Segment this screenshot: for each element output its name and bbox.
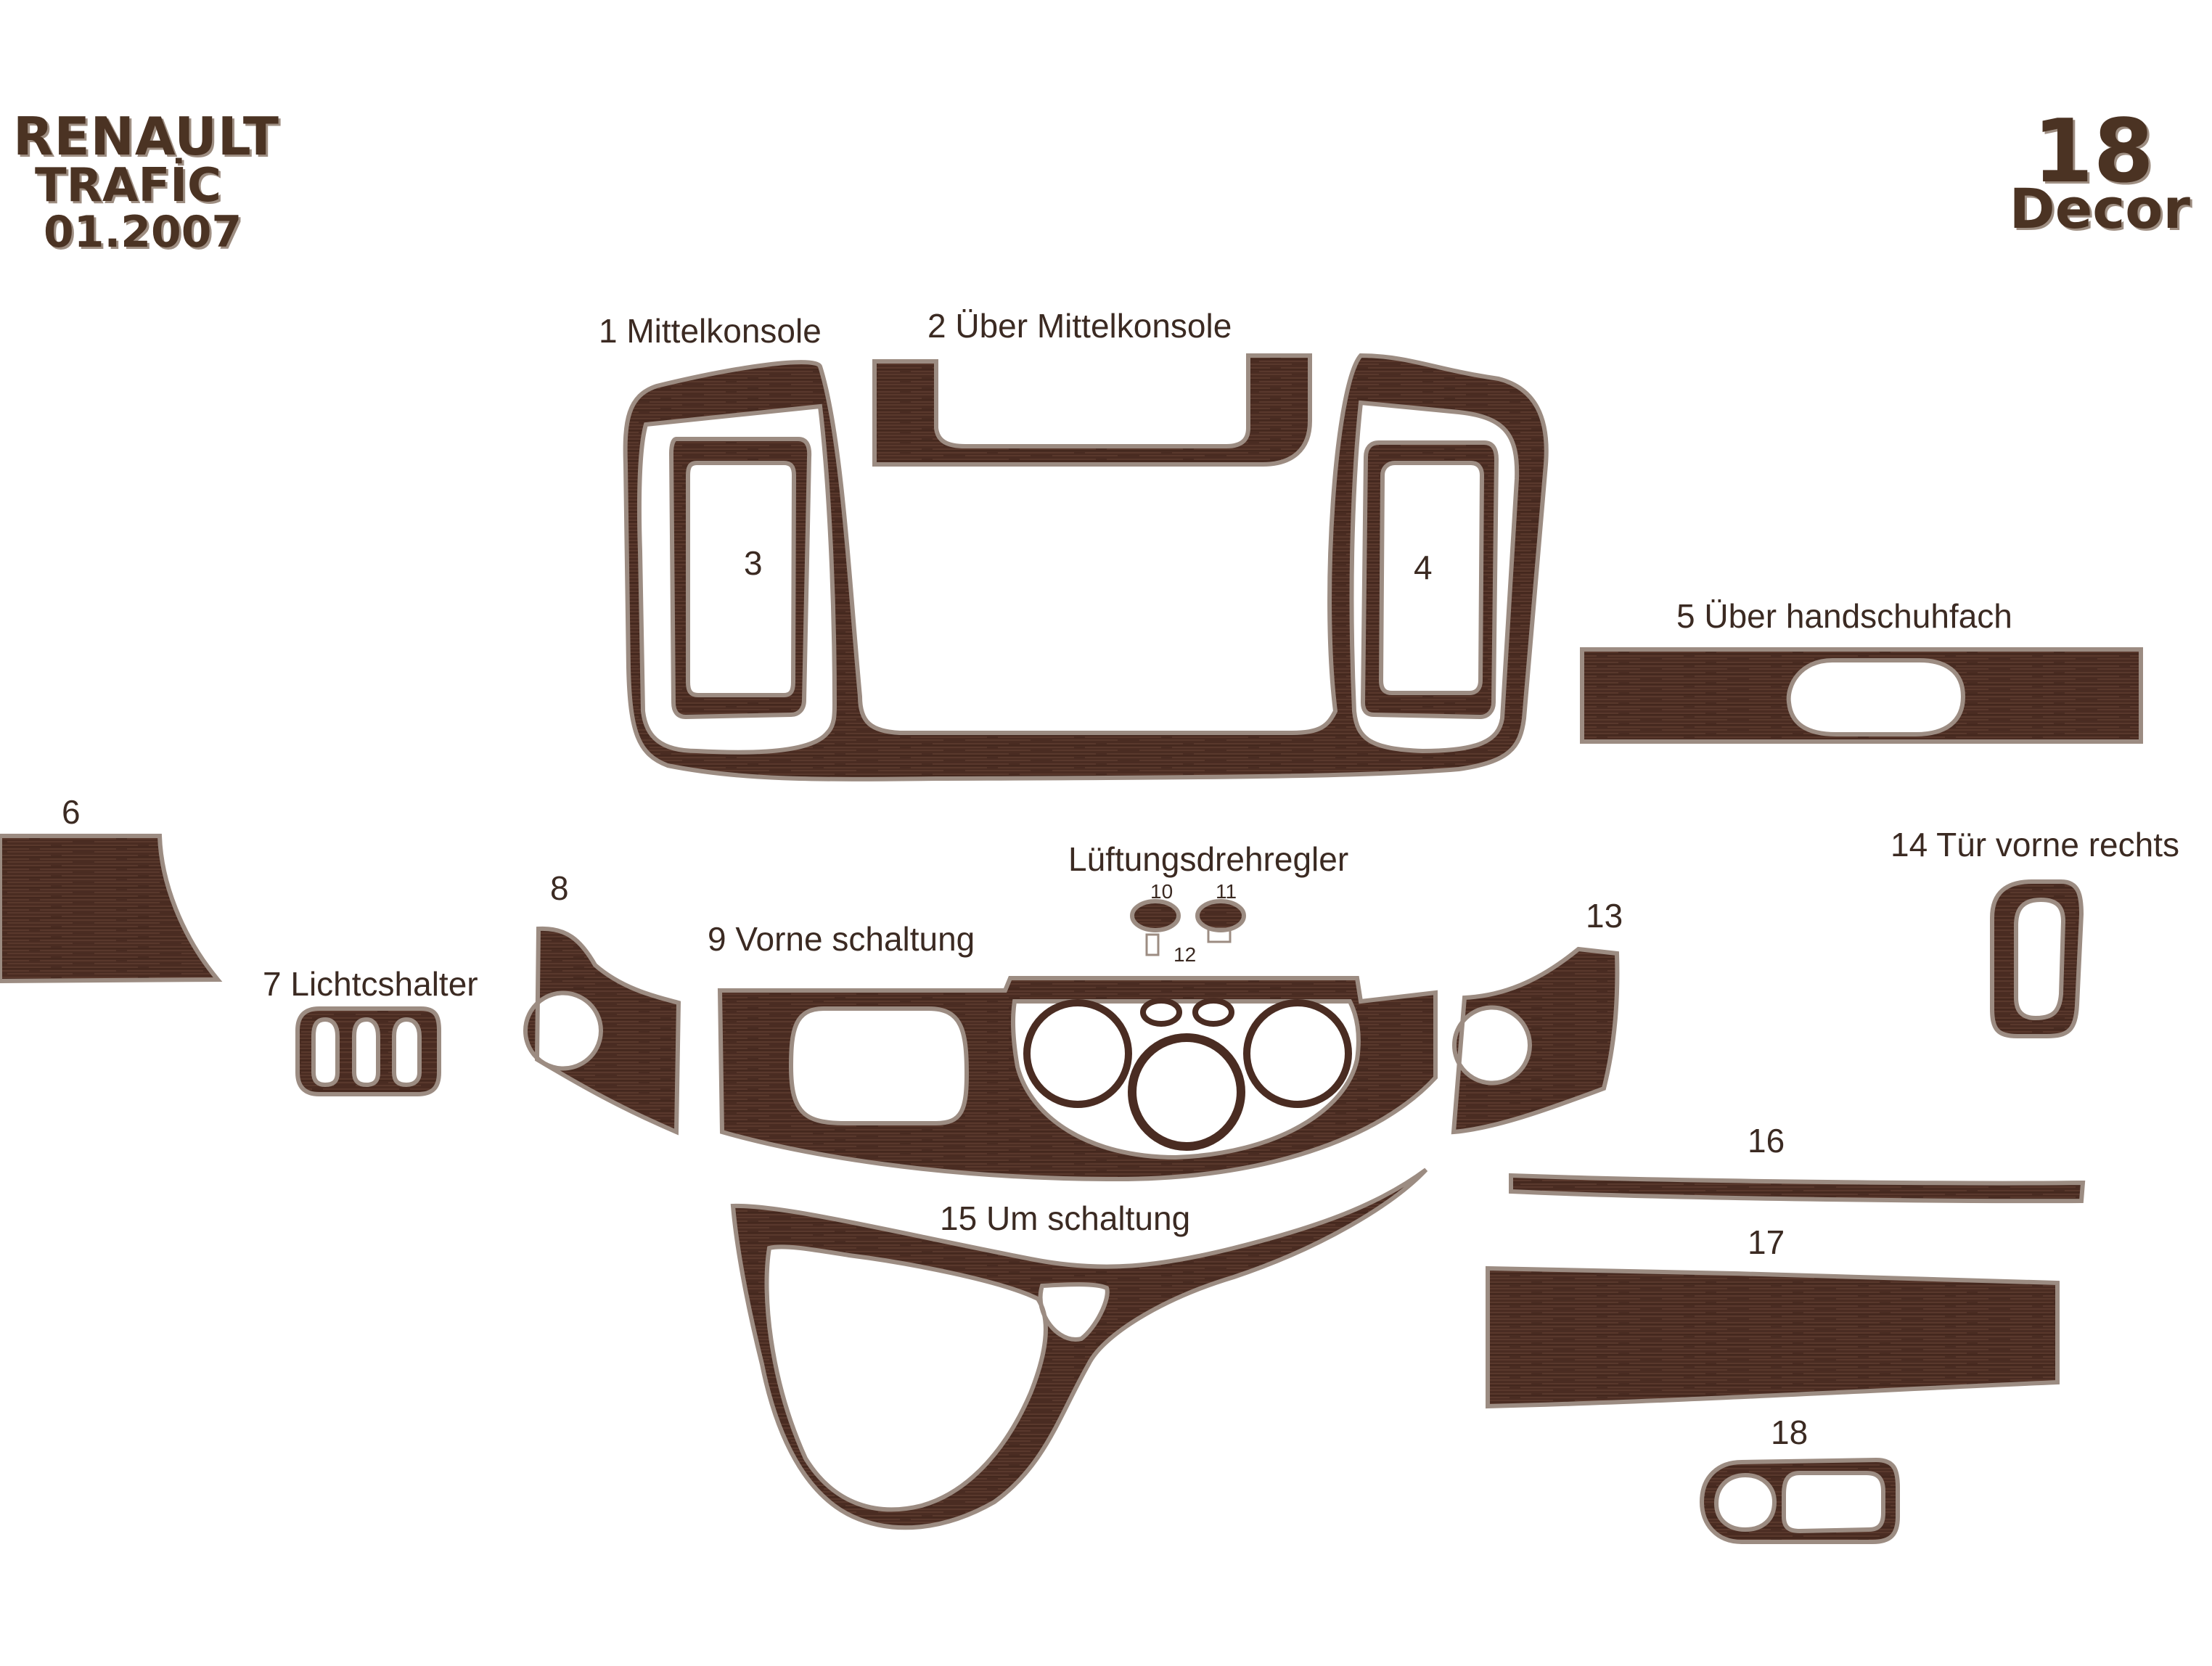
part-12-tab-right (1207, 927, 1232, 943)
part-14-label: 14 Tür vorne rechts (1891, 826, 2179, 863)
part-11-label: 11 (1216, 880, 1237, 903)
part-15-label: 15 Um schaltung (940, 1199, 1190, 1237)
part-16-trim-strip (1509, 1173, 2086, 1204)
piece-count: 18 (2033, 102, 2154, 202)
part-3-left-vent-frame (668, 437, 812, 720)
part-8-left-vent-panel (523, 926, 681, 1136)
vehicle-make: RENAULT (13, 106, 279, 167)
model-date: 01.2007 (44, 207, 242, 258)
part-14-front-right-door (1990, 879, 2084, 1038)
part-18-label: 18 (1771, 1413, 1808, 1451)
part-16-label: 16 (1748, 1122, 1785, 1160)
part-6-label: 6 (62, 793, 81, 831)
part-17-panel (1486, 1265, 2060, 1409)
part-10-label: 10 (1150, 880, 1173, 903)
vehicle-model: TRAFİC (35, 159, 221, 213)
part-10-vent-knob (1130, 899, 1181, 932)
part-5-above-glovebox (1580, 647, 2143, 744)
part-11-vent-knob (1195, 899, 1246, 932)
part-4-label: 4 (1414, 549, 1433, 586)
part-18-switch-frame (1699, 1457, 1900, 1544)
set-name: Decor (2009, 176, 2190, 241)
part-9-vent-dials (1023, 998, 1352, 1151)
part-9-label: 9 Vorne schaltung (708, 920, 975, 958)
part-4-right-vent-frame (1360, 440, 1499, 720)
part-17-label: 17 (1748, 1223, 1785, 1261)
part-3-label: 3 (744, 544, 763, 582)
part-12-label: 12 (1173, 943, 1196, 966)
part-5-label: 5 Über handschuhfach (1676, 597, 2012, 635)
part-1-label: 1 Mittelkonsole (599, 312, 822, 350)
part-7-label: 7 Lichtcshalter (263, 965, 478, 1003)
part-2-above-center-console (872, 353, 1312, 467)
part-6-panel (0, 834, 223, 984)
vent-knob-group-label: Lüftungsdrehregler (1068, 840, 1348, 878)
part-8-label: 8 (550, 869, 569, 907)
part-13-label: 13 (1586, 897, 1623, 935)
part-15-gearshift-surround (730, 1168, 1428, 1530)
part-7-light-switch-frame (295, 1006, 441, 1096)
part-1-center-console (623, 353, 1549, 781)
part-2-label: 2 Über Mittelkonsole (927, 307, 1232, 345)
part-13-right-vent-panel (1451, 946, 1620, 1135)
part-9-front-gearshift (717, 976, 1438, 1182)
part-12-tab-left (1145, 933, 1160, 956)
